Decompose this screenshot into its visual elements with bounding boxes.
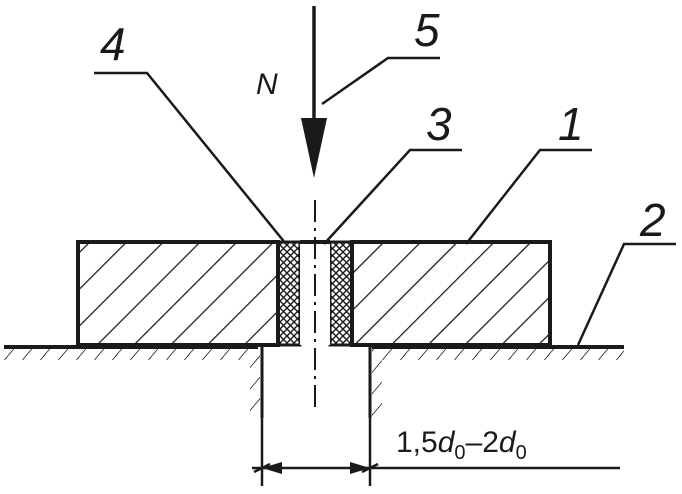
dim-sub2: 0: [516, 442, 527, 464]
leader-1: [465, 148, 592, 245]
leader-2: [576, 242, 676, 346]
leader-5: [321, 56, 440, 106]
dim-dash: –2: [466, 426, 499, 459]
base-hole: [250, 347, 382, 418]
callout-2: 2: [639, 194, 666, 246]
callout-1: 1: [558, 98, 584, 150]
leader-3: [323, 148, 462, 245]
callout-5: 5: [414, 4, 440, 56]
dim-arrow-left: [262, 462, 282, 474]
dim-var1: d: [438, 426, 456, 459]
force-arrow: [301, 6, 327, 178]
callout-4: 4: [100, 18, 126, 70]
dimension-label: 1,5d0–2d0: [396, 426, 527, 464]
dim-prefix: 1,5: [396, 426, 438, 459]
leader-lines: [94, 56, 676, 346]
dim-var2: d: [499, 426, 517, 459]
dim-sub1: 0: [454, 442, 465, 464]
dim-arrow-right: [350, 462, 370, 474]
force-label: N: [256, 68, 278, 101]
plate-body: [76, 240, 552, 347]
callout-3: 3: [426, 98, 452, 150]
leader-4: [94, 71, 287, 245]
